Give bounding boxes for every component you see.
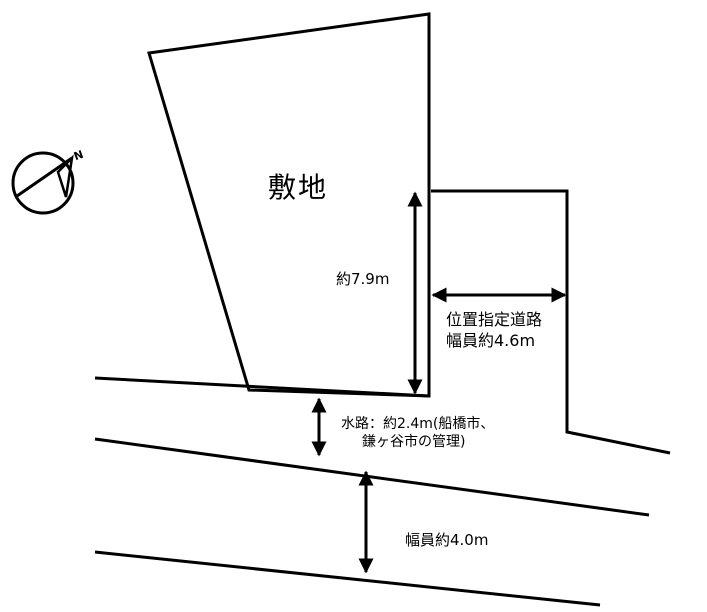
canal-edge-top bbox=[94, 376, 430, 398]
site-label: 敷地 bbox=[268, 171, 329, 204]
canal-label: 水路：約2.4m(船橋市、 bbox=[341, 416, 495, 432]
road-width-label: 幅員約4.6m bbox=[446, 331, 536, 350]
site-lot bbox=[147, 12, 431, 398]
road-edge-bottom bbox=[94, 550, 601, 607]
designated-road-label: 位置指定道路 bbox=[446, 310, 543, 329]
bottom-road-width-label: 幅員約4.0m bbox=[405, 531, 489, 549]
north-arrow-icon bbox=[11, 151, 75, 215]
canal-label-continued: 鎌ヶ谷市の管理) bbox=[362, 434, 466, 450]
canal-edge-bottom bbox=[94, 437, 650, 517]
site-depth-label: 約7.9m bbox=[336, 270, 390, 288]
designated-road-boundary bbox=[431, 189, 671, 455]
